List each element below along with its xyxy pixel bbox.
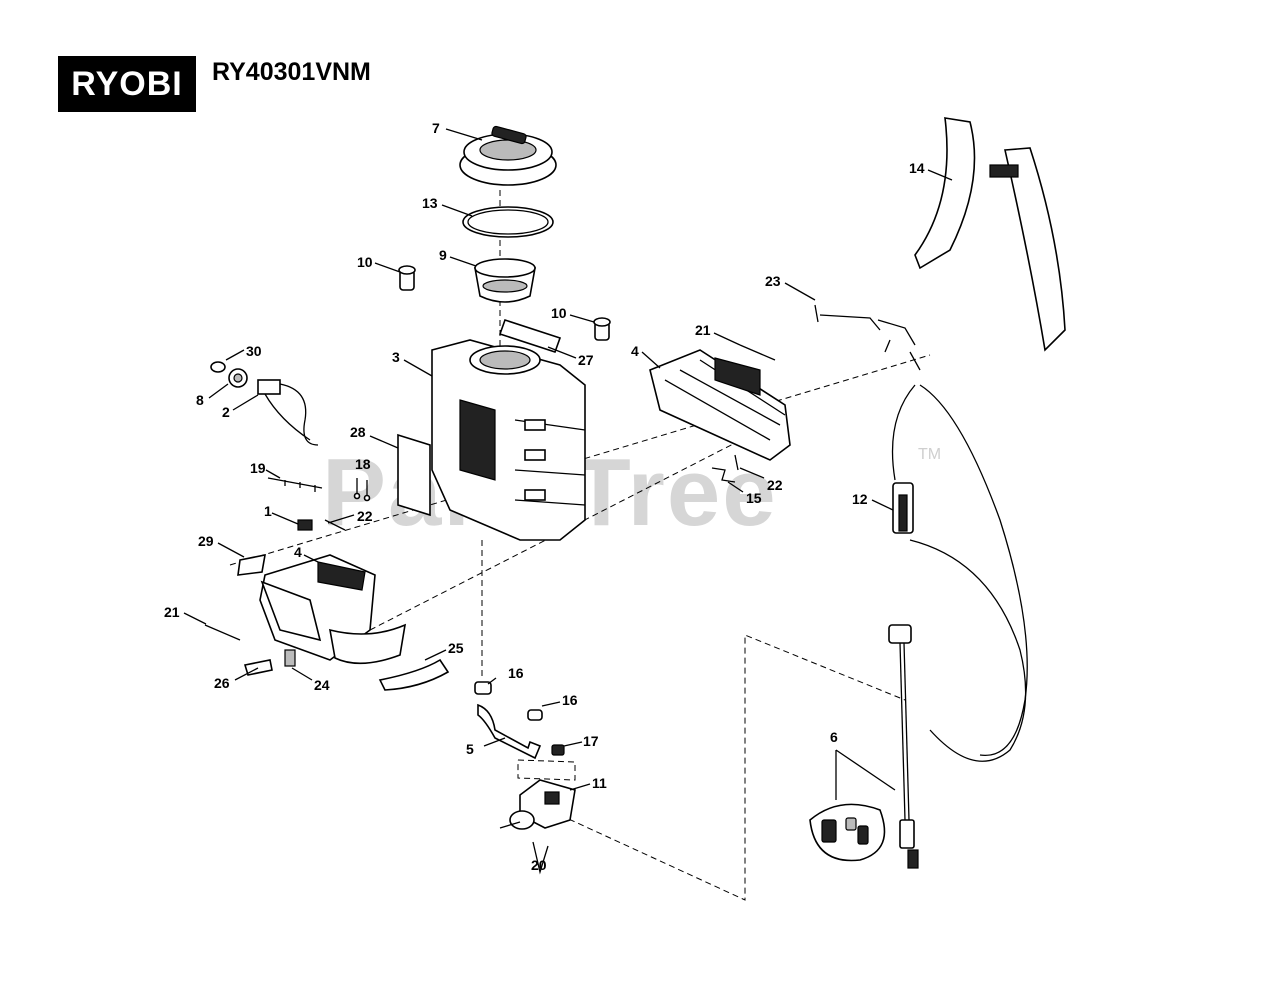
callout-5: 5 (466, 741, 474, 757)
part-28-label (397, 433, 431, 517)
part-6-nozzle-kit (809, 749, 896, 862)
callout-9: 9 (439, 247, 447, 263)
part-18-terminals (353, 478, 371, 502)
callout-24: 24 (314, 677, 330, 693)
callout-3: 3 (392, 349, 400, 365)
part-21-screws-right (739, 344, 776, 361)
part-20-screws (532, 841, 549, 875)
callout-14: 14 (909, 160, 925, 176)
callout-28: 28 (350, 424, 366, 440)
part-12-handle-valve (891, 384, 1028, 762)
callout-18: 18 (355, 456, 371, 472)
callout-16-lower: 16 (562, 692, 578, 708)
callout-17: 17 (583, 733, 599, 749)
part-4-backpack-frame (649, 349, 791, 461)
callout-4-right: 4 (631, 343, 639, 359)
callout-2: 2 (222, 404, 230, 420)
part-16-fitting-upper (474, 681, 492, 695)
watermark-trademark: TM (918, 446, 942, 463)
part-22-screw-left (324, 519, 346, 531)
callout-6: 6 (830, 729, 838, 745)
callout-29: 29 (198, 533, 214, 549)
part-19-wire (267, 477, 323, 492)
part-25-cover (378, 658, 450, 691)
part-17-fitting (551, 744, 565, 756)
callout-26: 26 (214, 675, 230, 691)
part-8-knob (228, 368, 248, 388)
callout-13: 13 (422, 195, 438, 211)
part-22-screw-right (734, 454, 739, 471)
part-5-tube (477, 703, 542, 760)
part-24-label (284, 649, 296, 667)
callout-8: 8 (196, 392, 204, 408)
part-15-clip (711, 467, 736, 483)
part-29-label (237, 553, 266, 576)
callout-22-left: 22 (357, 508, 373, 524)
part-21-screws-left (204, 624, 241, 641)
ryobi-logo: RYOBI (58, 56, 196, 112)
assembly-dash-lines (229, 190, 931, 901)
callout-10-left: 10 (357, 254, 373, 270)
part-23-strap-hardware (814, 304, 921, 371)
callout-15: 15 (746, 490, 762, 506)
callout-7: 7 (432, 120, 440, 136)
callout-23: 23 (765, 273, 781, 289)
spray-wand (888, 624, 919, 869)
part-9-strainer (474, 258, 536, 303)
callout-27: 27 (578, 352, 594, 368)
part-16-fitting-lower (527, 709, 543, 721)
callout-25: 25 (448, 640, 464, 656)
ryobi-logo-text: RYOBI (71, 65, 183, 103)
part-3-tank (431, 339, 586, 541)
part-14-shoulder-straps (914, 117, 1066, 352)
part-10-cap-left (398, 265, 416, 291)
callout-10-right: 10 (551, 305, 567, 321)
callout-20: 20 (531, 857, 547, 873)
callout-11: 11 (592, 775, 607, 791)
part-1-switch (297, 519, 313, 531)
callout-4-left: 4 (294, 544, 302, 560)
part-13-o-ring (462, 206, 554, 238)
model-number: RY40301VNM (212, 58, 371, 86)
part-2-wire-harness (257, 379, 319, 446)
part-4-housing-left (259, 554, 407, 665)
part-30-seal (210, 361, 226, 373)
callout-22-right: 22 (767, 477, 783, 493)
callout-30: 30 (246, 343, 262, 359)
part-7-tank-lid (459, 125, 557, 186)
callout-16-upper: 16 (508, 665, 524, 681)
callout-12: 12 (852, 491, 868, 507)
callout-21-right: 21 (695, 322, 711, 338)
callout-21-left: 21 (164, 604, 180, 620)
callout-labels: 7 13 9 10 10 27 3 30 8 2 28 18 19 1 22 2… (164, 120, 953, 873)
part-27-label (498, 318, 562, 354)
callout-1: 1 (264, 503, 272, 519)
part-11-pump (499, 779, 576, 830)
callout-19: 19 (250, 460, 266, 476)
part-10-cap-right (593, 317, 611, 341)
